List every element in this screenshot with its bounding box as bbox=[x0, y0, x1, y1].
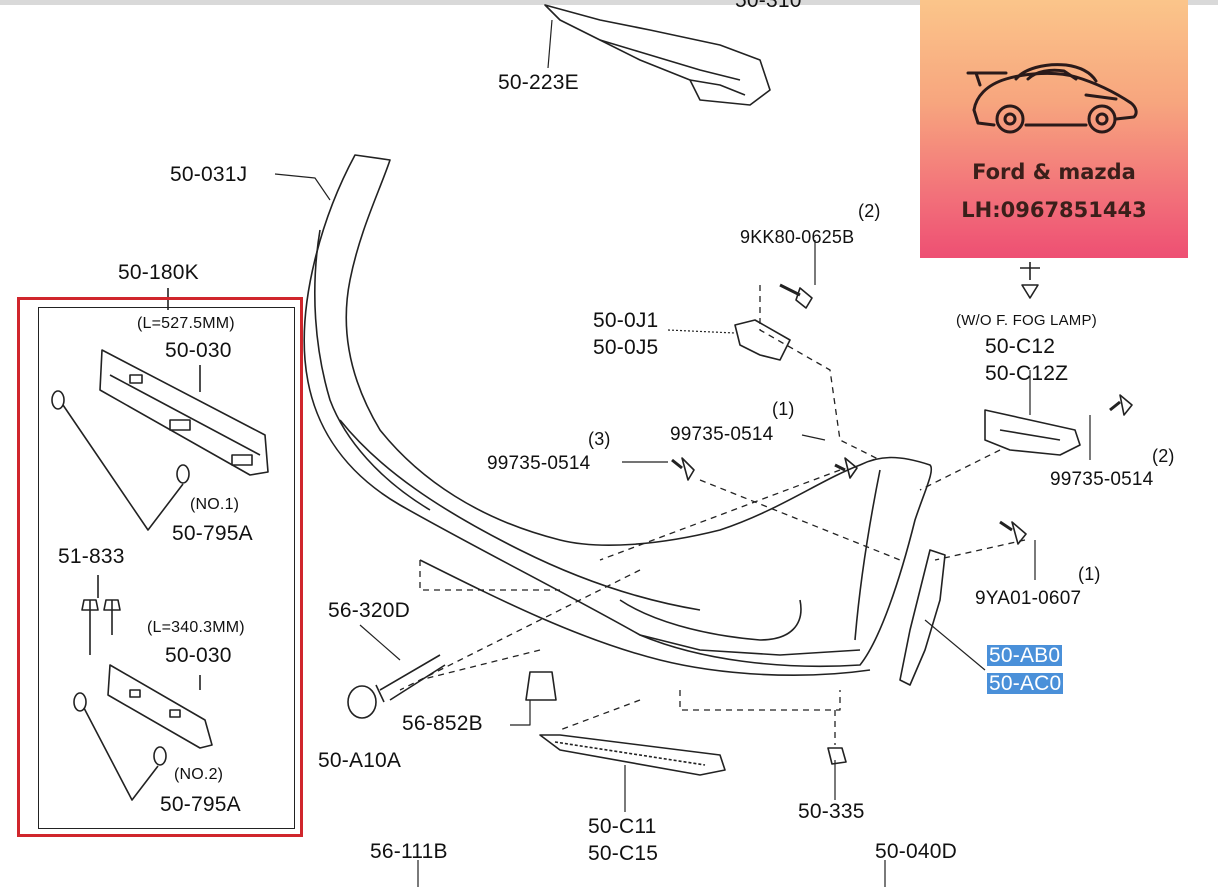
license-plate-bracket-2 bbox=[107, 664, 213, 749]
label-qty-1-a: (1) bbox=[772, 399, 795, 419]
label-qty-2-top: (2) bbox=[858, 201, 881, 221]
label-50-795A-b: 50-795A bbox=[160, 793, 241, 816]
badge-brand: Ford & mazda bbox=[972, 160, 1136, 184]
label-9YA01: 9YA01-0607 bbox=[975, 588, 1082, 609]
bumper-cover bbox=[303, 154, 933, 668]
top-border-line bbox=[0, 0, 1218, 5]
label-50-795A-a: 50-795A bbox=[172, 522, 253, 545]
label-56-320D: 56-320D bbox=[328, 599, 410, 622]
label-50-0J5: 50-0J5 bbox=[593, 336, 659, 359]
label-50-180K: 50-180K bbox=[118, 261, 199, 284]
label-50-030-b: 50-030 bbox=[165, 644, 232, 667]
license-plate-group-box bbox=[38, 307, 295, 829]
label-length-2: (L=340.3MM) bbox=[147, 619, 245, 636]
label-no2: (NO.2) bbox=[174, 766, 224, 783]
label-qty-3: (3) bbox=[588, 429, 611, 449]
shop-badge: Ford & mazda LH:0967851443 bbox=[920, 0, 1188, 258]
label-qty-2-right: (2) bbox=[1152, 446, 1175, 466]
license-plate-bracket-1 bbox=[99, 349, 269, 476]
label-50-031J: 50-031J bbox=[170, 163, 248, 186]
label-50-040D: 50-040D bbox=[875, 840, 957, 863]
clip-852B bbox=[525, 671, 557, 701]
label-qty-1-b: (1) bbox=[1078, 564, 1101, 584]
label-50-0J1: 50-0J1 bbox=[593, 309, 659, 332]
sports-car-logo bbox=[966, 63, 1138, 134]
label-50-C12: 50-C12 bbox=[985, 335, 1056, 358]
label-51-833: 51-833 bbox=[58, 545, 125, 568]
screw-99735-a bbox=[834, 457, 858, 479]
label-50-C12Z: 50-C12Z bbox=[985, 362, 1069, 385]
label-50-AB0-highlighted: 50-AB0 bbox=[987, 644, 1063, 667]
side-deflector bbox=[899, 549, 946, 686]
label-99735-b: 99735-0514 bbox=[487, 453, 591, 474]
label-56-111B: 56-111B bbox=[370, 840, 448, 863]
fog-bracket bbox=[984, 409, 1081, 456]
label-50-030-a: 50-030 bbox=[165, 339, 232, 362]
highlight-frame bbox=[17, 297, 303, 837]
label-50-AC0-highlighted: 50-AC0 bbox=[987, 672, 1064, 695]
lower-grille bbox=[539, 734, 726, 776]
label-50-335: 50-335 bbox=[798, 800, 865, 823]
badge-contact: LH:0967851443 bbox=[961, 198, 1147, 222]
plug-A10A bbox=[347, 685, 377, 719]
screw-99735-b bbox=[671, 457, 695, 481]
washer-nozzle bbox=[375, 654, 446, 703]
label-50-A10A: 50-A10A bbox=[318, 749, 402, 772]
label-no1: (NO.1) bbox=[190, 496, 240, 513]
label-50-C15: 50-C15 bbox=[588, 842, 659, 865]
label-50-C11: 50-C11 bbox=[588, 815, 657, 838]
arrow-symbol bbox=[1020, 262, 1040, 299]
label-9KK80: 9KK80-0625B bbox=[740, 227, 855, 247]
screw-9YA01 bbox=[999, 520, 1027, 545]
label-top-cut: 50-310 bbox=[735, 0, 802, 12]
label-99735-c: 99735-0514 bbox=[1050, 469, 1154, 490]
label-length-1: (L=527.5MM) bbox=[137, 315, 235, 332]
screw-99735-c bbox=[1109, 394, 1133, 416]
nut-335 bbox=[827, 747, 847, 765]
clip-0J1 bbox=[734, 319, 791, 361]
screw-9KK80 bbox=[779, 283, 813, 309]
label-99735-a: 99735-0514 bbox=[670, 424, 774, 445]
screw-51-833 bbox=[81, 599, 121, 655]
label-50-223E: 50-223E bbox=[498, 71, 579, 94]
label-without-fog-lamp: (W/O F. FOG LAMP) bbox=[956, 312, 1097, 329]
label-56-852B: 56-852B bbox=[402, 712, 483, 735]
